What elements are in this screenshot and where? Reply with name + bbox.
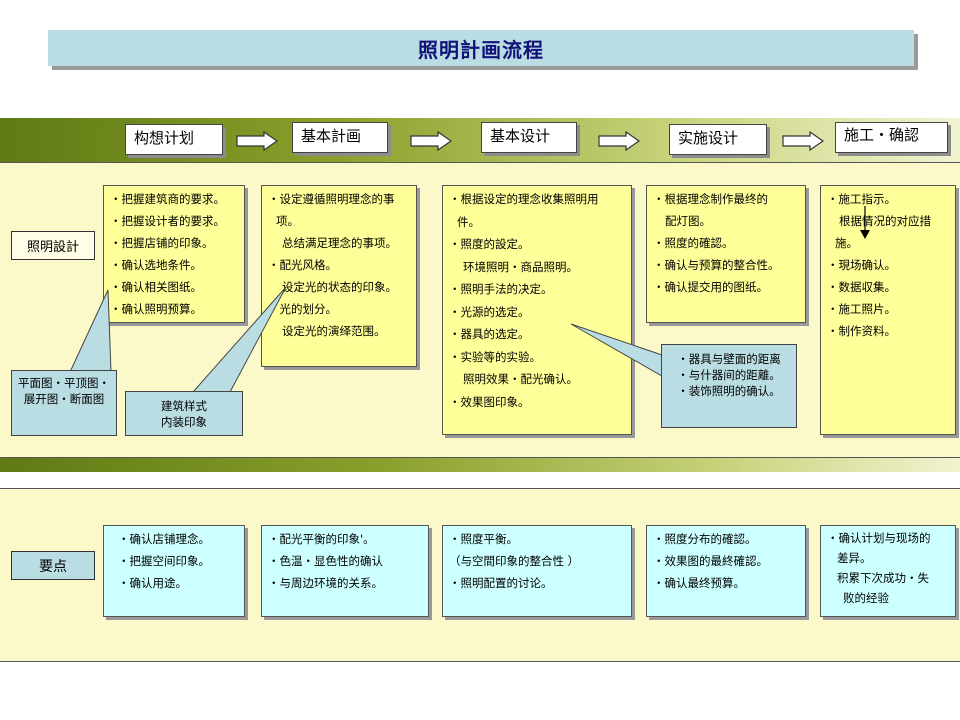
- stage-construction: 施工・确認: [835, 122, 948, 153]
- point-box-basic-design: ・照度平衡。（与空間印象的整合性 ）・照明配置的讨论。: [442, 525, 632, 617]
- point-box-implementation: ・照度分布的確認。・效果图的最終確認。・确认最终预算。: [646, 525, 806, 617]
- arrow-down-icon: [860, 206, 870, 239]
- callout-drawings: 平面图・平顶图・展开图・断面图: [11, 370, 117, 436]
- arrow-right-icon: [598, 131, 640, 151]
- callout-style: 建筑样式 内装印象: [125, 391, 243, 436]
- stage-basic-plan: 基本計画: [292, 122, 388, 153]
- arrow-right-icon: [782, 131, 824, 151]
- point-box-construction: ・确认计划与现场的差异。积累下次成功・失败的经验: [820, 525, 956, 617]
- row-label-design: 照明設計: [11, 231, 95, 260]
- design-box-implementation: ・根据理念制作最终的配灯图。・照度的確認。・确认与预算的整合性。・确认提交用的图…: [646, 185, 806, 323]
- stage-concept: 构想计划: [125, 124, 223, 155]
- stage-basic-design: 基本设计: [481, 122, 577, 153]
- arrow-right-icon: [236, 131, 278, 151]
- callout-fixture: ・器具与壁面的距离 ・与什器间的距離。 ・装饰照明的确认。: [661, 344, 797, 428]
- divider-band: [0, 458, 960, 472]
- point-box-basic-plan: ・配光平衡的印象'。・色温・显色性的确认・与周边环境的关系。: [261, 525, 429, 617]
- page-title: 照明計画流程: [48, 30, 914, 66]
- arrow-right-icon: [410, 131, 452, 151]
- design-box-basic-plan: ・设定遵循照明理念的事项。总结满足理念的事项。・配光风格。设定光的状态的印象。・…: [261, 185, 417, 367]
- point-box-concept: ・确认店铺理念。・把握空间印象。・确认用途。: [103, 525, 245, 617]
- row-label-points: 要点: [11, 551, 95, 580]
- design-box-basic-design: ・根据设定的理念收集照明用件。・照度的設定。环境照明・商品照明。・照明手法的决定…: [442, 185, 632, 435]
- stage-implementation: 实施设计: [669, 124, 767, 155]
- design-box-concept: ・把握建筑商的要求。・把握设计者的要求。・把握店铺的印象。・确认选地条件。・确认…: [103, 185, 245, 323]
- design-box-construction: ・施工指示。根据情况的对应措施。・現场确认。・数据収集。・施工照片。・制作资料。: [820, 185, 956, 435]
